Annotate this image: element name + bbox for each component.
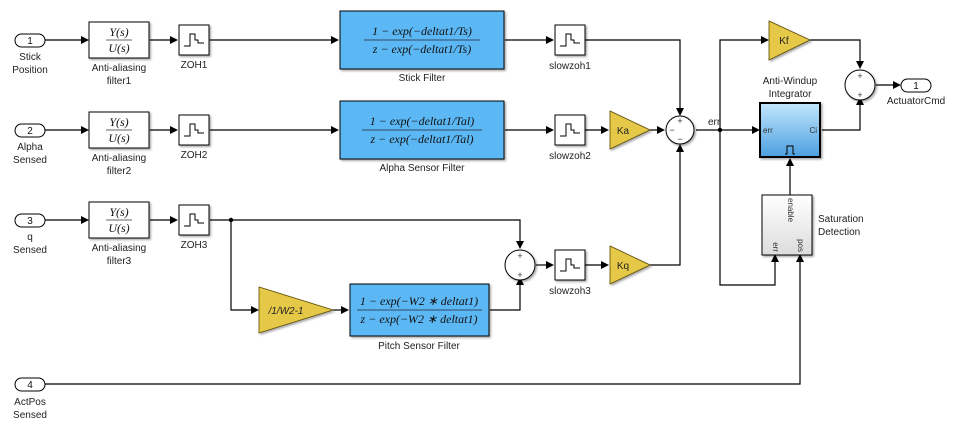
- gain-value: /1/W2-1: [267, 306, 303, 317]
- inport-label: q: [27, 232, 33, 243]
- zoh-3[interactable]: ZOH3: [178, 204, 210, 251]
- block-label: ZOH1: [181, 60, 208, 71]
- block-label: Stick Filter: [399, 73, 446, 84]
- zoh-2[interactable]: ZOH2: [178, 114, 210, 161]
- block-label: Pitch Sensor Filter: [378, 341, 460, 352]
- outport-actuator-cmd[interactable]: 1 ActuatorCmd: [887, 78, 945, 107]
- inport-label: Alpha: [17, 142, 43, 153]
- inport-number: 2: [27, 126, 33, 137]
- tf-numerator: Y(s): [109, 205, 128, 219]
- sign-bottom: +: [517, 270, 522, 280]
- block-label: filter1: [107, 76, 132, 87]
- sign-bottom: −: [677, 134, 682, 144]
- sign-left: −: [669, 125, 674, 135]
- block-label: slowzoh3: [549, 286, 591, 297]
- filter-denominator: z − exp(−W2 ∗ deltat1): [360, 312, 478, 326]
- block-label: slowzoh2: [549, 151, 591, 162]
- tf-denominator: U(s): [108, 221, 129, 235]
- pitch-sensor-filter[interactable]: 1 − exp(−W2 ∗ deltat1) z − exp(−W2 ∗ del…: [349, 283, 490, 352]
- slowzoh-1[interactable]: slowzoh1: [549, 24, 591, 72]
- stick-filter[interactable]: 1 − exp(−deltat1/Ts) z − exp(−deltat1/Ts…: [339, 10, 505, 84]
- outport-label: ActuatorCmd: [887, 96, 945, 107]
- tf-numerator: Y(s): [109, 115, 128, 129]
- block-label: Saturation: [818, 214, 864, 225]
- sum-output[interactable]: + +: [844, 69, 876, 101]
- sign-bottom: +: [857, 90, 862, 100]
- block-label: Anti-aliasing: [92, 153, 146, 164]
- gain-value: Kf: [779, 36, 789, 47]
- sum-main[interactable]: + − −: [665, 115, 695, 145]
- block-label: Anti-aliasing: [92, 63, 146, 74]
- inport-label: ActPos: [14, 397, 46, 408]
- inport-label: Sensed: [13, 155, 47, 166]
- block-label: Detection: [818, 227, 860, 238]
- zoh-1[interactable]: ZOH1: [178, 24, 210, 71]
- branch-point: [228, 217, 234, 223]
- gain-value: Kq: [617, 261, 629, 272]
- inport-3[interactable]: 3 q Sensed: [13, 213, 47, 256]
- anti-windup-integrator[interactable]: Anti-Windup Integrator err Ci: [759, 76, 821, 158]
- port-label-err: err: [771, 242, 780, 252]
- port-label-pos: pos: [796, 239, 805, 252]
- block-label: ZOH3: [181, 240, 208, 251]
- anti-aliasing-filter-2[interactable]: Y(s) U(s) Anti-aliasing filter2: [88, 111, 150, 177]
- tf-denominator: U(s): [108, 41, 129, 55]
- block-label: ZOH2: [181, 150, 208, 161]
- enable-trigger-icon: [785, 145, 795, 155]
- sum-pitch[interactable]: + +: [504, 249, 536, 281]
- outport-number: 1: [913, 81, 919, 92]
- inport-label: Position: [12, 65, 48, 76]
- gain-kq[interactable]: Kq: [609, 245, 651, 285]
- filter-numerator: 1 − exp(−deltat1/Ts): [372, 24, 472, 38]
- block-label: slowzoh1: [549, 61, 591, 72]
- tf-denominator: U(s): [108, 131, 129, 145]
- gain-kf[interactable]: Kf: [768, 20, 811, 61]
- inport-number: 1: [27, 36, 33, 47]
- gain-value: Ka: [617, 126, 630, 137]
- port-label-ci: Ci: [809, 126, 817, 135]
- block-label: Integrator: [769, 89, 812, 100]
- signal-label-err: err: [708, 117, 721, 128]
- saturation-detection[interactable]: enable err pos Saturation Detection: [761, 194, 864, 256]
- filter-denominator: z − exp(−deltat1/Tal): [369, 132, 473, 146]
- inport-number: 4: [27, 380, 33, 391]
- block-label: Alpha Sensor Filter: [379, 163, 465, 174]
- port-label-err: err: [763, 126, 773, 135]
- wires: [45, 39, 895, 385]
- block-label: Anti-aliasing: [92, 243, 146, 254]
- block-label: filter2: [107, 166, 132, 177]
- inport-label: Sensed: [13, 245, 47, 256]
- alpha-sensor-filter[interactable]: 1 − exp(−deltat1/Tal) z − exp(−deltat1/T…: [339, 100, 505, 174]
- inport-4[interactable]: 4 ActPos Sensed: [13, 377, 47, 421]
- tf-numerator: Y(s): [109, 25, 128, 39]
- gain-ka[interactable]: Ka: [609, 110, 651, 150]
- inport-label: Stick: [19, 52, 42, 63]
- gain-w2[interactable]: /1/W2-1: [258, 286, 335, 334]
- sign-top: +: [677, 116, 682, 126]
- slowzoh-2[interactable]: slowzoh2: [549, 114, 591, 162]
- anti-aliasing-filter-3[interactable]: Y(s) U(s) Anti-aliasing filter3: [88, 201, 150, 267]
- inport-number: 3: [27, 216, 33, 227]
- block-label: filter3: [107, 256, 132, 267]
- inport-label: Sensed: [13, 410, 47, 421]
- filter-numerator: 1 − exp(−W2 ∗ deltat1): [360, 294, 478, 308]
- filter-denominator: z − exp(−deltat1/Ts): [372, 42, 471, 56]
- slowzoh-3[interactable]: slowzoh3: [549, 249, 591, 297]
- filter-numerator: 1 − exp(−deltat1/Tal): [370, 114, 474, 128]
- anti-aliasing-filter-1[interactable]: Y(s) U(s) Anti-aliasing filter1: [88, 21, 150, 87]
- arrowheads: [81, 36, 901, 314]
- inport-1[interactable]: 1 Stick Position: [12, 33, 48, 76]
- sign-top: +: [857, 71, 862, 81]
- branch-point: [717, 127, 723, 133]
- port-label-enable: enable: [786, 198, 795, 223]
- inport-2[interactable]: 2 Alpha Sensed: [13, 123, 47, 166]
- block-label: Anti-Windup: [763, 76, 818, 87]
- sign-top: +: [517, 251, 522, 261]
